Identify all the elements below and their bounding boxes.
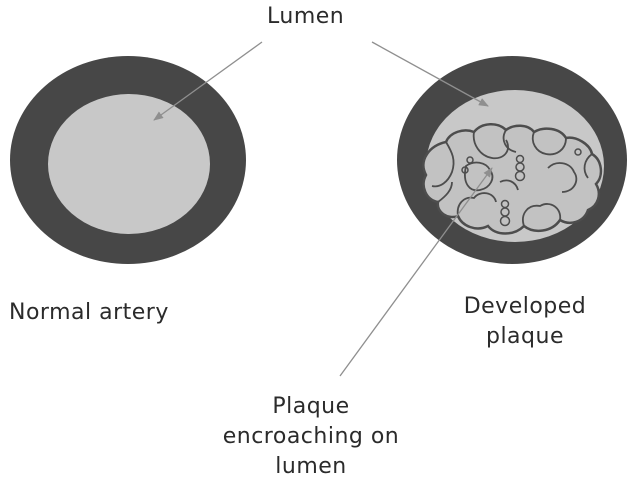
plaque-artery: [397, 56, 627, 264]
developed-plaque-line: Developed: [455, 292, 595, 322]
normal-artery-lumen: [48, 94, 210, 234]
developed-plaque-label: Developed plaque: [455, 292, 595, 352]
developed-plaque-line: plaque: [455, 322, 595, 352]
plaque-body: [423, 124, 600, 233]
plaque-encroaching-line: lumen: [216, 452, 406, 482]
plaque-encroaching-line: Plaque: [216, 392, 406, 422]
lumen-label: Lumen: [267, 2, 344, 32]
plaque-encroaching-label: Plaque encroaching on lumen: [216, 392, 406, 482]
plaque-mass: [423, 124, 600, 233]
normal-artery-label: Normal artery: [9, 298, 169, 328]
plaque-encroaching-line: encroaching on: [216, 422, 406, 452]
normal-artery: [10, 56, 246, 264]
